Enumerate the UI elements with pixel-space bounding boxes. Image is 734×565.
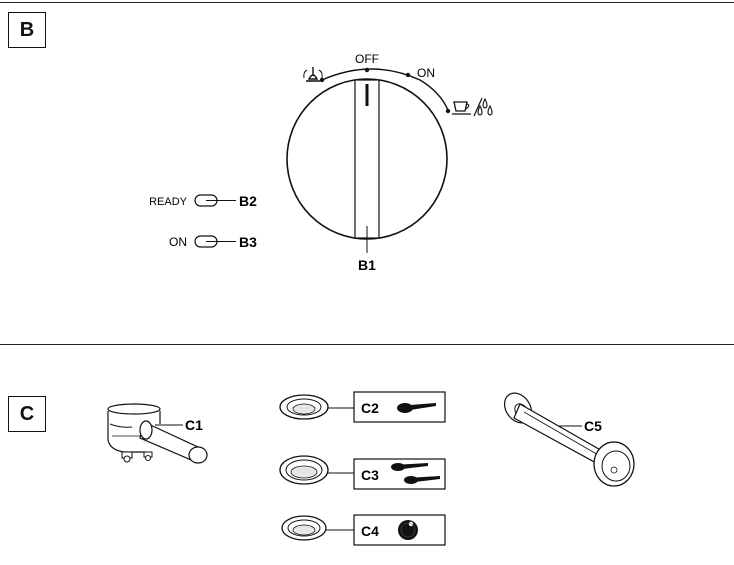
dial-grip <box>354 79 380 239</box>
ready-lamp: READY B2 <box>149 193 257 209</box>
cup-drops-icon <box>452 97 493 117</box>
pod-filter: C4 <box>281 514 446 546</box>
on-lamp-b3-label: B3 <box>239 234 257 250</box>
dial-b1-label: B1 <box>358 257 376 273</box>
on-lamp-text: ON <box>169 235 187 249</box>
top-rule <box>0 2 734 3</box>
dial-off-label: OFF <box>355 52 379 66</box>
dial-scale-arc <box>321 68 449 111</box>
two-cup-filter-label: C3 <box>361 467 379 483</box>
on-lamp: ON B3 <box>169 234 257 250</box>
one-cup-filter-label: C2 <box>361 400 379 416</box>
scale-dot-steam <box>319 77 325 83</box>
steam-icon <box>303 67 323 82</box>
filter-holder: C1 <box>107 403 208 464</box>
section-c-label: C <box>8 396 46 432</box>
dial-on-label: ON <box>417 66 435 80</box>
scale-dot-on <box>405 72 411 78</box>
section-divider <box>0 344 734 345</box>
tamper-label: C5 <box>584 418 602 434</box>
scale-dot-off <box>364 67 370 73</box>
tamper: C5 <box>503 392 635 487</box>
pod-icon <box>398 520 418 540</box>
scale-dot-water <box>445 108 451 114</box>
filter-holder-label: C1 <box>185 417 203 433</box>
pod-filter-label: C4 <box>361 523 379 539</box>
one-cup-filter: C2 <box>279 391 446 423</box>
section-b-label: B <box>8 12 46 48</box>
one-scoop-icon <box>397 403 436 413</box>
control-dial[interactable]: OFF ON B1 <box>286 52 493 273</box>
ready-lamp-text: READY <box>149 196 188 208</box>
two-scoops-icon <box>391 463 440 484</box>
ready-lamp-b2-label: B2 <box>239 193 257 209</box>
two-cup-filter: C3 <box>279 455 446 490</box>
